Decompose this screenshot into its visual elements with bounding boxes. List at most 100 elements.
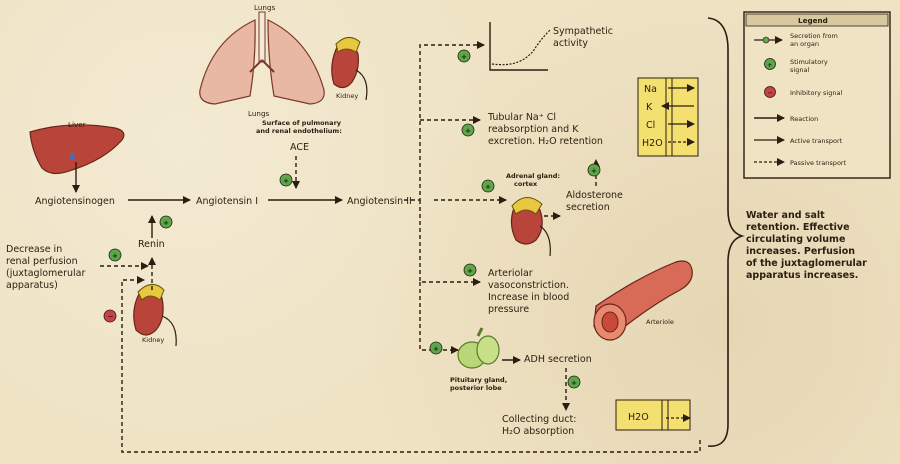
- angiotensinogen-node: Angiotensinogen: [35, 196, 115, 207]
- legend-secretion: Secretion from an organ: [754, 32, 838, 48]
- svg-text:+: +: [461, 52, 467, 61]
- lungs-label: Lungs: [248, 109, 270, 118]
- to-pituitary-arrow: [419, 282, 459, 354]
- svg-text:+: +: [433, 344, 439, 353]
- ion-panel: Na K Cl H2O: [637, 77, 699, 157]
- to-arteriolar-arrow: [419, 200, 481, 286]
- ion-h2o: H2O: [642, 138, 663, 149]
- stim-signal: +: [463, 263, 477, 277]
- adh-node: ADH secretion: [524, 354, 592, 365]
- reaction-arrows: [72, 162, 521, 364]
- angiotensin1-node: Angiotensin I: [196, 196, 258, 207]
- lungs-top-label: Lungs: [254, 3, 276, 12]
- legend-stim-line-1: Stimulatory: [790, 58, 828, 66]
- svg-text:+: +: [283, 176, 289, 185]
- kidney-top-label: Kidney: [336, 92, 358, 100]
- ion-na: Na: [644, 84, 657, 95]
- arteriole-label: Arteriole: [646, 318, 674, 326]
- legend-active: Active transport: [754, 136, 843, 145]
- arteriole-organ: Arteriole: [593, 260, 693, 341]
- result-line-4: increases. Perfusion: [746, 246, 855, 257]
- result-line-6: apparatus increases.: [746, 270, 858, 281]
- kidney-top-organ: Kidney: [331, 37, 368, 101]
- adrenal-organ: Adrenal gland: cortex: [506, 172, 560, 257]
- ion-k: K: [646, 102, 653, 113]
- stim-signal: +: [429, 341, 443, 355]
- inhib-signal: −: [103, 309, 117, 323]
- sympathetic-line-1: Sympathetic: [553, 26, 613, 37]
- svg-text:+: +: [465, 126, 471, 135]
- stim-signal: +: [481, 179, 495, 193]
- lungs-organ: Lungs Lungs: [199, 3, 325, 118]
- ace-surface-2: and renal endothelium:: [256, 127, 342, 135]
- liver-organ: Liver: [29, 120, 125, 175]
- decrease-line-1: Decrease in: [6, 244, 62, 255]
- result-brace: [707, 17, 745, 447]
- legend-passive: Passive transport: [754, 158, 847, 167]
- legend-stim-line-2: signal: [790, 66, 809, 74]
- arteriolar-line-2: vasoconstriction.: [488, 280, 569, 291]
- collecting-line-1: Collecting duct:: [502, 414, 576, 425]
- arteriolar-line-1: Arteriolar: [488, 268, 533, 279]
- signal-arrows: [100, 41, 701, 453]
- decrease-line-2: renal perfusion: [6, 256, 78, 267]
- kidney-left-label: Kidney: [142, 336, 164, 344]
- aldosterone-line-1: Aldosterone: [566, 190, 623, 201]
- arteriolar-line-4: pressure: [488, 304, 529, 315]
- legend-reaction-label: Reaction: [790, 115, 818, 123]
- legend-secretion-line-2: an organ: [790, 40, 819, 48]
- stim-signal: +: [159, 215, 173, 229]
- svg-text:+: +: [767, 61, 772, 69]
- svg-text:+: +: [467, 266, 473, 275]
- legend-inhibitory-label: Inhibitory signal: [790, 89, 842, 97]
- result-line-3: circulating volume: [746, 234, 845, 245]
- renin-node: Renin: [138, 239, 165, 250]
- stim-signal: +: [461, 123, 475, 137]
- sympathetic-graph: [489, 22, 551, 71]
- pituitary-label-2: posterior lobe: [450, 384, 502, 392]
- kidney-left-organ: Kidney: [133, 284, 177, 347]
- svg-text:+: +: [112, 251, 118, 260]
- stim-signal: +: [587, 163, 601, 177]
- collecting-panel: H2O: [615, 399, 691, 431]
- pituitary-organ: Pituitary gland, posterior lobe: [450, 327, 507, 392]
- tubular-line-3: excretion. H₂O retention: [488, 136, 603, 147]
- stim-signal: +: [279, 173, 293, 187]
- tubular-line-1: Tubular Na⁺ Cl: [487, 112, 556, 123]
- stim-signal: +: [567, 375, 581, 389]
- stim-signal: +: [108, 248, 122, 262]
- collecting-ion: H2O: [628, 412, 649, 423]
- legend-secretion-line-1: Secretion from: [790, 32, 838, 40]
- signal-markers: + + − + + + + + + + +: [103, 49, 601, 389]
- result-line-1: Water and salt: [746, 210, 825, 221]
- svg-text:−: −: [108, 312, 114, 321]
- legend-title: Legend: [798, 16, 828, 25]
- legend-stimulatory: + Stimulatory signal: [764, 58, 828, 74]
- liver-label: Liver: [68, 120, 86, 129]
- legend-active-label: Active transport: [790, 137, 843, 145]
- sympathetic-line-2: activity: [553, 38, 588, 49]
- svg-text:+: +: [571, 378, 577, 387]
- angiotensin2-node: Angiotensin II: [347, 196, 412, 207]
- arteriolar-line-3: Increase in blood: [488, 292, 569, 303]
- ace-node: ACE: [290, 142, 309, 153]
- to-sympathetic-arrow: [404, 41, 485, 201]
- result-line-5: of the juxtaglomerular: [746, 258, 867, 269]
- svg-text:+: +: [485, 182, 491, 191]
- decrease-line-4: apparatus): [6, 280, 58, 291]
- svg-text:+: +: [163, 218, 169, 227]
- tubular-line-2: reabsorption and K: [488, 124, 579, 135]
- legend-box: Legend Secretion from an organ + Stimula…: [743, 11, 891, 179]
- result-line-2: retention. Effective: [746, 222, 850, 233]
- stim-signal: +: [457, 49, 471, 63]
- collecting-line-2: H₂O absorption: [502, 426, 574, 437]
- aldosterone-line-2: secretion: [566, 202, 610, 213]
- svg-text:+: +: [591, 166, 597, 175]
- ace-surface-1: Surface of pulmonary: [262, 119, 342, 127]
- adrenal-label-1: Adrenal gland:: [506, 172, 560, 180]
- ion-cl: Cl: [646, 120, 655, 131]
- feedback-loop-arrow: [121, 276, 701, 453]
- decrease-line-3: (juxtaglomerular: [6, 268, 86, 279]
